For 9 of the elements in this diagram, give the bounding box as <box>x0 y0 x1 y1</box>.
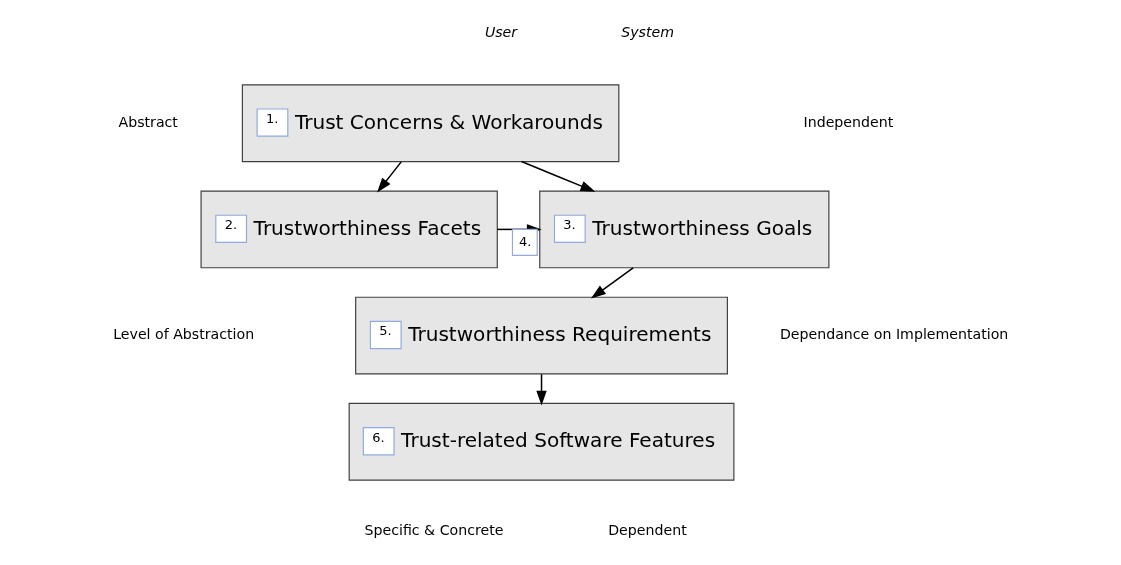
label: Dependent <box>607 521 687 538</box>
label: Level of Abstraction <box>112 326 254 343</box>
label: Independent <box>803 113 893 130</box>
label: Dependance on Implementation <box>779 326 1008 343</box>
label: Abstract <box>117 113 178 130</box>
edge-label: 4. <box>518 233 531 249</box>
label: System <box>620 23 674 40</box>
label: Specific & Concrete <box>364 521 503 538</box>
label: User <box>484 23 517 40</box>
